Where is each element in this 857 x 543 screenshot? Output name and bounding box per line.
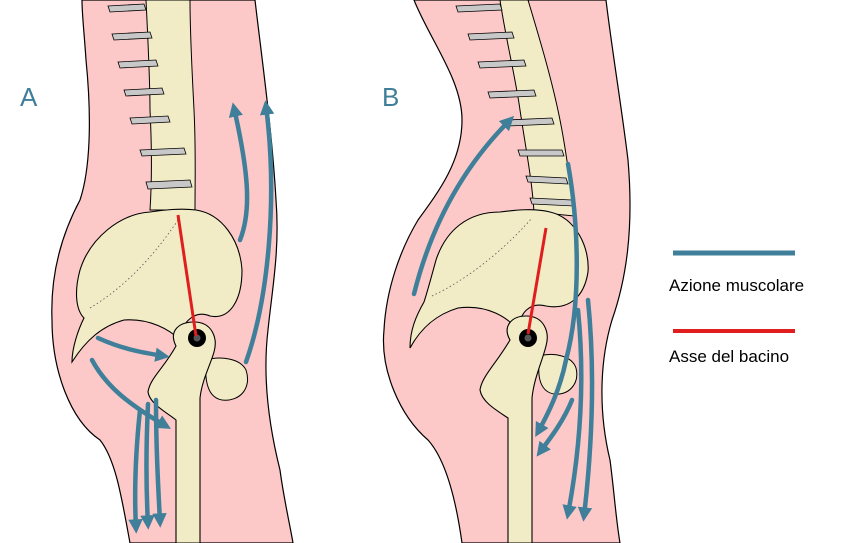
vertebral-discs-b bbox=[455, 3, 575, 207]
spine-a bbox=[106, 0, 196, 211]
arrow-rectus-a bbox=[243, 100, 275, 365]
muscle-arrows-b bbox=[411, 115, 595, 522]
arrow-lower-1-b bbox=[536, 397, 575, 457]
legend-muscle-label: Azione muscolare bbox=[669, 276, 805, 295]
muscle-arrows-a bbox=[89, 100, 275, 534]
arrow-hamstring-3-a bbox=[140, 401, 155, 530]
panel-a bbox=[51, 0, 294, 543]
legend bbox=[673, 250, 795, 333]
arrow-hamstring-4-a bbox=[152, 397, 167, 528]
arrow-lower-3-b bbox=[562, 307, 584, 520]
legend-axis-label: Asse del bacino bbox=[669, 347, 790, 366]
arrow-gluteal-a bbox=[95, 335, 170, 362]
vertebral-discs-a bbox=[107, 3, 193, 190]
pelvis-dotted-contour-b bbox=[431, 217, 533, 297]
pelvis-axis-line-a bbox=[176, 214, 198, 337]
pelvis-dotted-contour-a bbox=[89, 219, 179, 309]
arrow-back-extensor-b bbox=[535, 161, 580, 438]
spine-b bbox=[452, 0, 575, 217]
panel-b bbox=[382, 0, 631, 543]
pelvis-a bbox=[71, 208, 243, 364]
panel-a-label: A bbox=[20, 82, 38, 112]
arrow-lower-2-b bbox=[577, 297, 595, 522]
femur-b bbox=[479, 315, 548, 543]
arrow-hamstring-2-a bbox=[128, 407, 143, 534]
arrow-abdominal-a bbox=[228, 102, 250, 243]
arrow-hip-flexor-b bbox=[411, 115, 515, 297]
pelvis-axis-line-b bbox=[526, 227, 548, 335]
panel-b-label: B bbox=[382, 82, 400, 112]
pubis-a bbox=[205, 357, 248, 401]
